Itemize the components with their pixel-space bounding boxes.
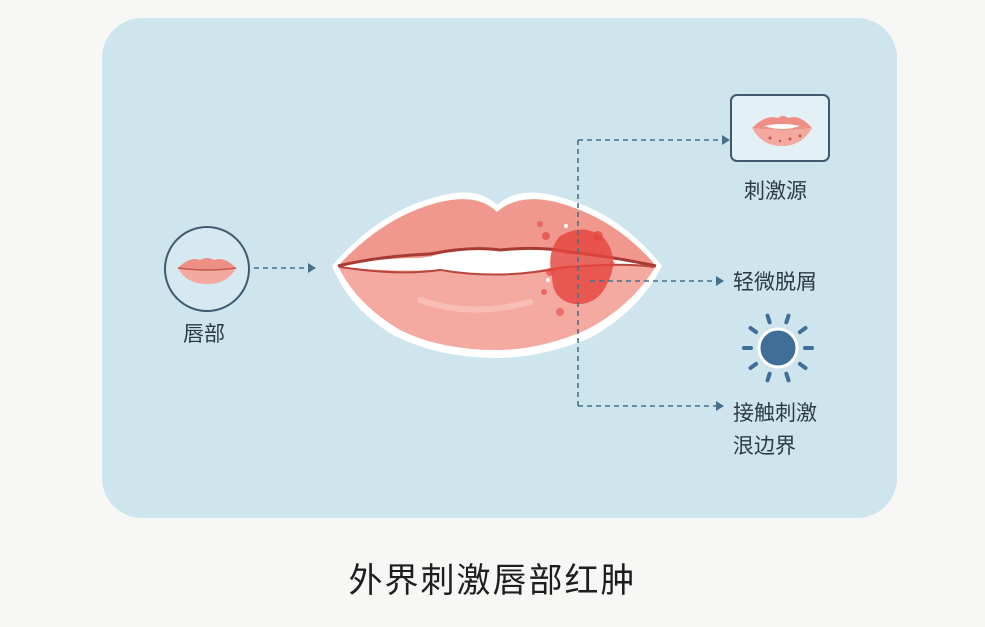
sun-ray: [797, 326, 808, 335]
sun-icon: [742, 313, 814, 383]
page-title: 外界刺激唇部红肿: [348, 561, 637, 601]
sun-ray: [797, 361, 808, 370]
sun-ray: [765, 371, 772, 383]
irritated-lips-icon: [730, 94, 830, 162]
connector-arrow-lips: [254, 263, 316, 273]
label-peeling: 轻微脱屑: [733, 270, 817, 294]
sun-ray: [784, 313, 791, 325]
label-contact-line2: 泿边界: [733, 434, 796, 458]
connector-right-tree: [577, 139, 722, 407]
lips-thumbnail-icon: [164, 226, 250, 312]
main-lips-illustration: [332, 192, 662, 358]
sun-ray: [748, 326, 759, 335]
sun-ray: [784, 371, 791, 383]
label-lips: 唇部: [183, 322, 225, 346]
label-contact-line1: 接触刺激: [733, 401, 817, 425]
sun-ray: [765, 313, 772, 325]
connector-arrowheads: [716, 135, 730, 411]
label-irritant: 刺激源: [744, 179, 807, 203]
sun-ray: [748, 361, 759, 370]
